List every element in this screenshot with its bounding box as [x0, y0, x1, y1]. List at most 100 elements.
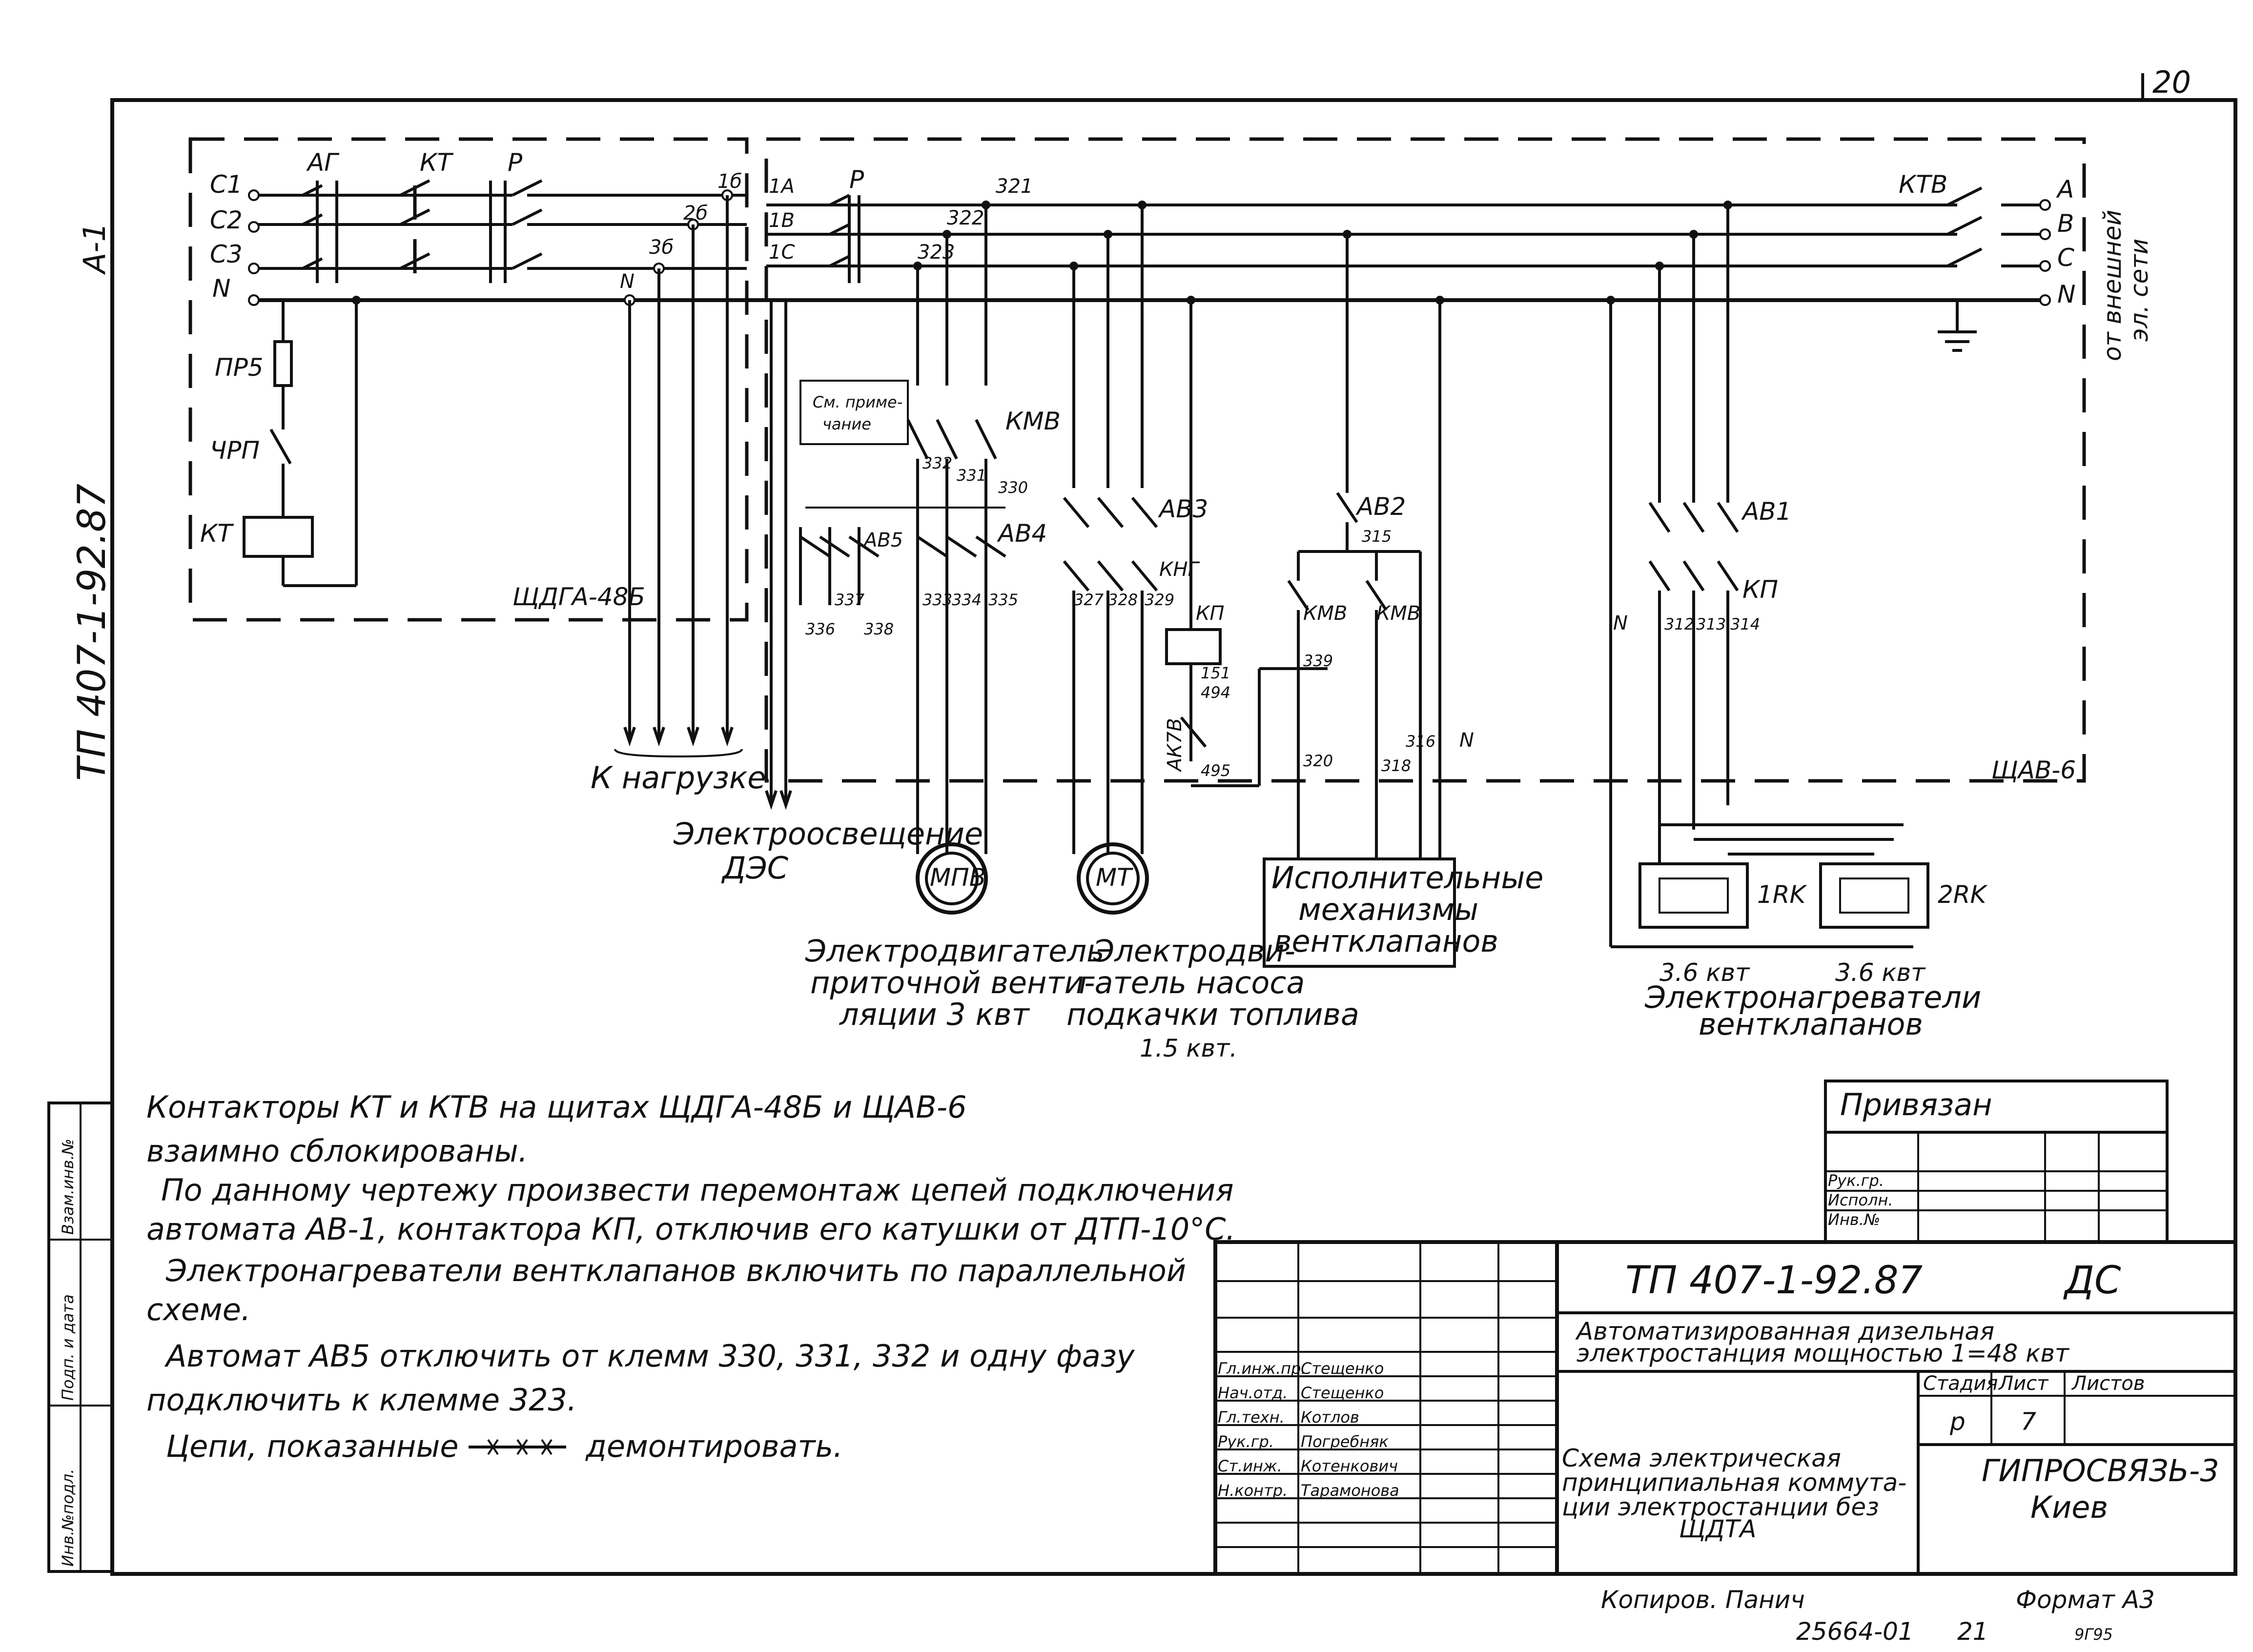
note-line-3: По данному чертежу произвести перемонтаж…	[161, 1172, 1234, 1208]
sheet-frame	[110, 98, 2237, 1576]
lighting-feeders	[765, 300, 792, 810]
wire-334: 334	[952, 591, 982, 609]
ak-label: АК7В	[1164, 718, 1186, 773]
heaters-feeder	[1609, 205, 1913, 948]
wire-337: 337	[835, 591, 865, 609]
name-3: Котлов	[1301, 1408, 1359, 1427]
left-bus	[254, 194, 2045, 302]
control-circuit-left	[243, 300, 358, 587]
wire-329: 329	[1145, 591, 1174, 609]
wire-316: 316	[1406, 732, 1435, 751]
heaters-desc-2: вентклапанов	[1699, 1006, 1923, 1042]
title-project-1: Автоматизированная дизельная	[1575, 1317, 1994, 1346]
mpv-desc-1: Электродвигатель	[805, 933, 1105, 969]
panel-shchav-boundary	[764, 137, 2086, 783]
wire-151: 151	[1201, 664, 1230, 682]
heater-1-power: 3.6 квт	[1659, 959, 1750, 987]
side-strip-replace: Взам.инв.№	[59, 1139, 77, 1235]
mt-feeder	[1063, 205, 1158, 854]
format-a1-label: А-1	[77, 223, 112, 275]
name-5: Котенкович	[1301, 1457, 1398, 1475]
title-header-stage: Стадия	[1923, 1372, 1998, 1395]
wire-1a: 1А	[769, 175, 795, 198]
binding-row-3: Инв.№	[1828, 1210, 1880, 1229]
av1-label: АВ1	[1741, 497, 1791, 526]
binding-row-1: Рук.гр.	[1828, 1171, 1884, 1190]
actuators-label-2: механизмы	[1298, 892, 1478, 927]
name-2: Стещенко	[1301, 1384, 1384, 1402]
name-4: Погребняк	[1301, 1432, 1389, 1451]
panel-shchav-label: ЩАВ-6	[1991, 756, 2076, 784]
kmv-label: КМВ	[1005, 407, 1061, 435]
kmv2-label: КМВ	[1303, 602, 1347, 625]
inventory-page: 21	[1957, 1617, 1988, 1646]
panel-shchdga-label: ЩДГА-48Б	[512, 583, 645, 611]
ext-phase-c: С	[2057, 244, 2074, 272]
role-5: Ст.инж.	[1218, 1457, 1282, 1475]
role-3: Гл.техн.	[1218, 1408, 1285, 1427]
copied-by: Копиров. Панич	[1601, 1586, 1805, 1614]
p-switch-left	[489, 179, 543, 283]
title-header-sheets: Листов	[2071, 1372, 2145, 1395]
av3-label: АВ3	[1158, 495, 1208, 523]
role-4: Рук.гр.	[1218, 1432, 1274, 1451]
kng-label: КНГ	[1159, 558, 1200, 581]
wire-338: 338	[864, 620, 894, 638]
heater-2rk-label: 2RK	[1938, 880, 1988, 909]
mt-desc-1: Электродви-	[1093, 933, 1295, 969]
mt-desc-4: 1.5 квт.	[1140, 1034, 1237, 1062]
wire-n: N	[620, 270, 635, 293]
wire-327: 327	[1074, 591, 1104, 609]
wire-336: 336	[805, 620, 835, 638]
ext-phase-n: N	[2057, 280, 2075, 308]
mt-desc-3: подкачки топлива	[1066, 997, 1359, 1032]
av2-label: АВ2	[1355, 492, 1406, 521]
heater-icon	[1659, 877, 1729, 914]
role-1: Гл.инж.пр.	[1218, 1359, 1306, 1378]
drawing-title-3: ции электростанции без	[1562, 1493, 1879, 1521]
ktv-contactor	[1946, 186, 1983, 267]
junction-dots	[352, 201, 1732, 305]
right-bus	[766, 204, 2045, 267]
p-right-label: Р	[849, 165, 864, 194]
title-project-2: электростанция мощностью 1=48 квт	[1577, 1339, 2070, 1367]
wire-494: 494	[1201, 683, 1230, 702]
wire-328: 328	[1108, 591, 1138, 609]
heater-2rk-box	[1819, 862, 1929, 929]
wire-495: 495	[1201, 761, 1230, 780]
kmv3-label: КМВ	[1376, 602, 1420, 625]
side-document-code: ТП 407-1-92.87	[70, 484, 114, 781]
binding-title: Привязан	[1840, 1087, 1992, 1122]
mt-desc-2: гатель насоса	[1079, 965, 1305, 1000]
lighting-label-1: Электроосвещение	[673, 816, 983, 852]
wire-321: 321	[996, 175, 1033, 198]
av5-label: АВ5	[862, 529, 903, 551]
p-left-label: Р	[508, 148, 523, 177]
wire-333: 333	[922, 591, 952, 609]
note-line-8: подключить к клемме 323.	[146, 1382, 577, 1418]
wire-320: 320	[1303, 752, 1333, 770]
wire-339: 339	[1303, 652, 1333, 670]
pr5-label: ПР5	[215, 353, 264, 382]
note-line-1: Контакторы КТ и КТВ на щитах ЩДГА-48Б и …	[146, 1089, 967, 1125]
terminal	[248, 263, 260, 274]
terminal	[248, 221, 260, 233]
note-label-2: чание	[822, 415, 871, 433]
phase-c3-label: С3	[210, 240, 243, 268]
external-net-label-2: эл. сети	[2125, 239, 2153, 342]
name-1: Стещенко	[1301, 1359, 1384, 1378]
inventory-code: 9Г95	[2074, 1625, 2113, 1644]
drawing-title-1: Схема электрическая	[1562, 1444, 1841, 1472]
wire-n3: N	[1613, 612, 1628, 634]
heater-icon	[1839, 877, 1909, 914]
ag-breaker	[302, 181, 338, 283]
org-city: Киев	[2030, 1489, 2108, 1525]
wire-312: 312	[1664, 615, 1694, 633]
wire-331: 331	[957, 466, 986, 485]
drawing-title-4: ЩДТА	[1679, 1515, 1757, 1543]
page-corner-number: 20	[2152, 64, 2191, 100]
note-line-10: демонтировать.	[585, 1428, 843, 1464]
phase-c1-label: С1	[210, 170, 243, 199]
